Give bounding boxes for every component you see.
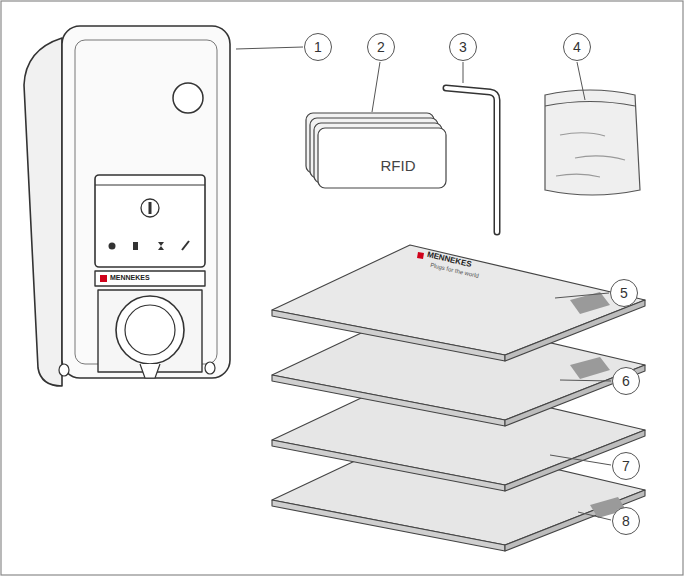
status-icon (133, 242, 138, 250)
status-icon (158, 242, 164, 250)
screw (59, 364, 69, 376)
housing-front (62, 26, 230, 378)
display-edge (95, 185, 205, 186)
callout-number: 8 (622, 514, 630, 528)
sheet-edge (272, 500, 505, 551)
callout-number: 2 (377, 40, 385, 54)
card (318, 128, 446, 188)
sheet-edge (505, 300, 645, 361)
status-icon (182, 241, 189, 250)
logo-bar (95, 271, 205, 286)
sheet-edge (272, 375, 505, 426)
leader-line (555, 293, 609, 298)
hex-key (446, 88, 497, 232)
leader-line (463, 62, 464, 83)
wallbox-drawing (24, 26, 230, 386)
bag-seal (545, 102, 635, 107)
sheet (272, 245, 645, 355)
callout-circle: 3 (449, 33, 477, 61)
callout-circle: 6 (612, 367, 640, 395)
bag-fold (560, 133, 605, 136)
logo-mark (417, 252, 424, 259)
logo-text: MENNEKES (110, 274, 150, 282)
callout-number: 4 (573, 40, 581, 54)
status-icon (109, 243, 116, 250)
hex-key (446, 88, 497, 232)
bag-fold (575, 156, 625, 160)
housing-side (24, 38, 62, 386)
documents-drawing (272, 245, 645, 551)
callout-circle: 5 (610, 279, 638, 307)
callout-circle: 4 (563, 33, 591, 61)
logo-mark (100, 275, 107, 282)
callout-number: 3 (459, 40, 467, 54)
rfid-cards-drawing (306, 113, 446, 188)
sheet-mark (570, 292, 610, 314)
sheet-edge (505, 365, 645, 426)
leader-line (236, 47, 303, 49)
callout-number: 5 (620, 286, 628, 300)
push-button (173, 83, 203, 113)
socket-recess (98, 290, 202, 372)
callout-circle: 8 (612, 507, 640, 535)
sheet-edge (505, 430, 645, 491)
callout-number: 1 (314, 40, 322, 54)
bag-fold (556, 174, 600, 177)
callout-circle: 1 (304, 33, 332, 61)
hex-key-drawing (446, 88, 497, 232)
bag (545, 90, 640, 195)
key-slot (149, 202, 152, 214)
sheet-mark (570, 357, 610, 379)
leader-line (560, 380, 611, 381)
display-panel (95, 175, 205, 267)
callout-circle: 7 (612, 452, 640, 480)
sheet-edge (272, 310, 505, 361)
socket-outline (116, 296, 184, 364)
leader-line (578, 512, 611, 520)
leader-line (577, 62, 585, 100)
sheet-edge (505, 490, 645, 551)
card-print: RFID (381, 158, 416, 175)
screw (205, 362, 215, 374)
callout-circle: 2 (367, 33, 395, 61)
socket-inner (125, 305, 175, 355)
callout-number: 7 (622, 459, 630, 473)
sheet-edge (272, 440, 505, 491)
leader-line (372, 62, 380, 112)
callout-number: 6 (622, 374, 630, 388)
leader-line (550, 455, 611, 465)
bag-drawing (545, 90, 640, 195)
key-switch (141, 199, 159, 217)
socket-latch (140, 364, 160, 378)
leader-lines (236, 47, 611, 520)
